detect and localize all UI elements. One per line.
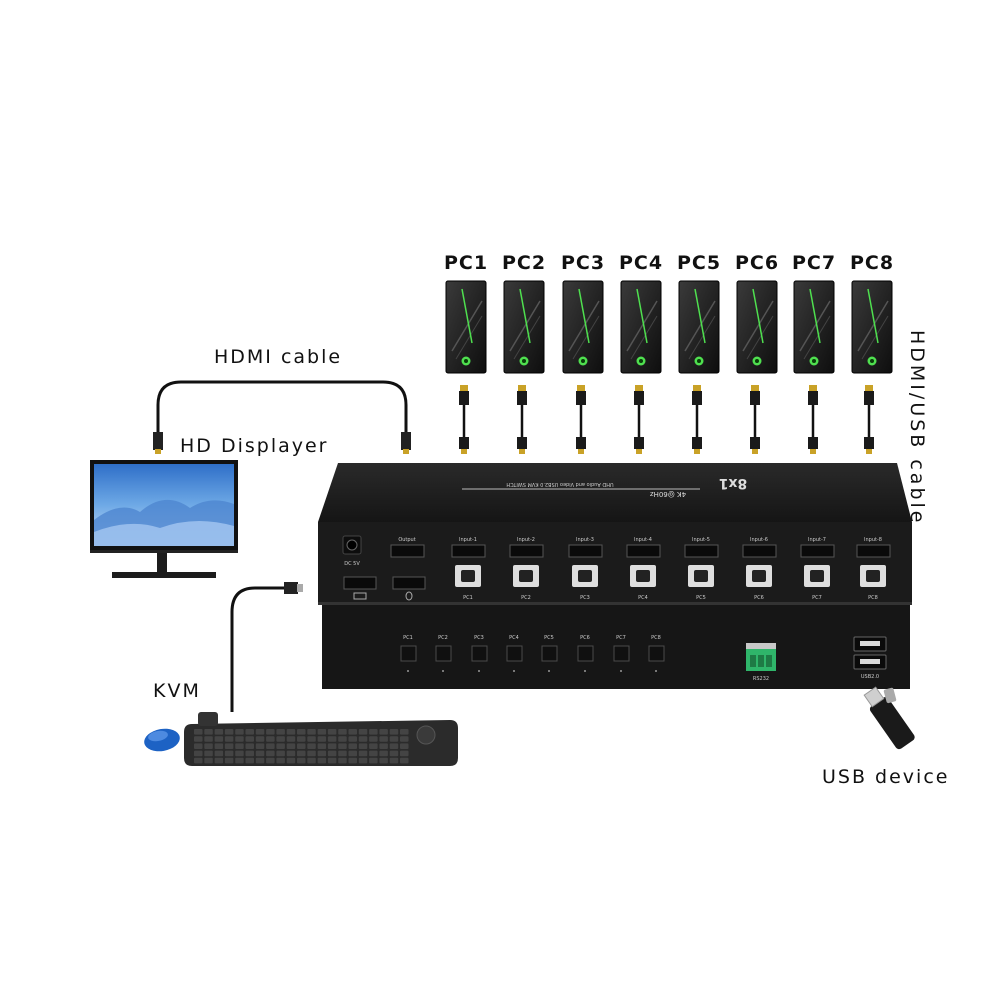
usb-b-label: PC6 <box>754 595 764 601</box>
usb-b-label: PC7 <box>812 595 822 601</box>
button-label: PC4 <box>509 635 519 641</box>
hdmi-port <box>627 545 660 557</box>
input-label: Input-5 <box>692 537 710 543</box>
pc-tower-1 <box>446 281 486 373</box>
usb-device-label: USB device <box>822 766 949 788</box>
hdmi-port <box>569 545 602 557</box>
usb-label: USB2.0 <box>861 674 879 680</box>
pc-tower-5 <box>679 281 719 373</box>
button-label: PC2 <box>438 635 448 641</box>
dc-label: DC 5V <box>344 561 360 567</box>
cable-pc-4 <box>634 385 644 454</box>
device-spec: 4K @60Hz <box>650 490 686 498</box>
output-label: Output <box>398 537 415 543</box>
dc-jack <box>343 536 361 554</box>
pc-tower-2 <box>504 281 544 373</box>
cable-pc-5 <box>692 385 702 454</box>
mouse <box>142 726 181 754</box>
button-label: PC3 <box>474 635 484 641</box>
hdmi-usb-cables <box>459 385 874 454</box>
usb-flash-drive <box>861 679 925 751</box>
input-label: Input-2 <box>517 537 535 543</box>
hdmi-port <box>857 545 890 557</box>
led-indicator <box>478 670 480 672</box>
device-model: 8x1 <box>719 475 748 491</box>
usb-b-label: PC3 <box>580 595 590 601</box>
input-label: Input-1 <box>459 537 477 543</box>
pc-tower-4 <box>621 281 661 373</box>
hdmi-port <box>510 545 543 557</box>
monitor <box>90 460 238 578</box>
cable-pc-7 <box>808 385 818 454</box>
led-indicator <box>655 670 657 672</box>
hd-displayer-label: HD Displayer <box>180 435 329 457</box>
pc-tower-3 <box>563 281 603 373</box>
kvm-label: KVM <box>153 680 201 702</box>
pc-label-1: PC1 <box>436 252 496 274</box>
button-label: PC8 <box>651 635 661 641</box>
pc-label-3: PC3 <box>553 252 613 274</box>
usb-b-label: PC8 <box>868 595 878 601</box>
input-label: Input-8 <box>864 537 882 543</box>
input-label: Input-7 <box>808 537 826 543</box>
pc-label-8: PC8 <box>842 252 902 274</box>
pc-label-5: PC5 <box>669 252 729 274</box>
led-indicator <box>620 670 622 672</box>
usb-b-label: PC1 <box>463 595 473 601</box>
led-indicator <box>442 670 444 672</box>
device-subtitle: UHD Audio and Video USB2.0 KVM SWITCH <box>506 481 614 487</box>
hdmi-port <box>743 545 776 557</box>
input-label: Input-4 <box>634 537 652 543</box>
usb-b-label: PC2 <box>521 595 531 601</box>
input-label: Input-6 <box>750 537 768 543</box>
mouse-usb-port <box>393 577 425 589</box>
hdmi-port <box>685 545 718 557</box>
led-indicator <box>548 670 550 672</box>
pc-label-4: PC4 <box>611 252 671 274</box>
rs232-terminal <box>746 643 776 671</box>
rs232-label: RS232 <box>753 676 769 682</box>
pc-tower-8 <box>852 281 892 373</box>
keyboard-usb-port <box>344 577 376 589</box>
led-indicator <box>407 670 409 672</box>
cable-pc-6 <box>750 385 760 454</box>
button-label: PC1 <box>403 635 413 641</box>
cable-pc-3 <box>576 385 586 454</box>
keyboard <box>184 712 458 766</box>
hdmi-port <box>452 545 485 557</box>
pc-tower-7 <box>794 281 834 373</box>
pc-label-6: PC6 <box>727 252 787 274</box>
cable-pc-2 <box>517 385 527 454</box>
usb-b-label: PC4 <box>638 595 648 601</box>
hdmi-port <box>801 545 834 557</box>
cable-pc-1 <box>459 385 469 454</box>
led-indicator <box>584 670 586 672</box>
hdmi-cable-label: HDMI cable <box>214 346 342 368</box>
output-hdmi-port <box>391 545 424 557</box>
usb-b-label: PC5 <box>696 595 706 601</box>
pc-towers <box>446 281 892 373</box>
button-label: PC6 <box>580 635 590 641</box>
button-label: PC5 <box>544 635 554 641</box>
kvm-cable <box>232 582 303 712</box>
button-label: PC7 <box>616 635 626 641</box>
hdmi-usb-cable-label: HDMI/USB cable <box>906 330 928 525</box>
input-label: Input-3 <box>576 537 594 543</box>
cable-pc-8 <box>864 385 874 454</box>
pc-tower-6 <box>737 281 777 373</box>
pc-label-2: PC2 <box>494 252 554 274</box>
led-indicator <box>513 670 515 672</box>
pc-label-7: PC7 <box>784 252 844 274</box>
